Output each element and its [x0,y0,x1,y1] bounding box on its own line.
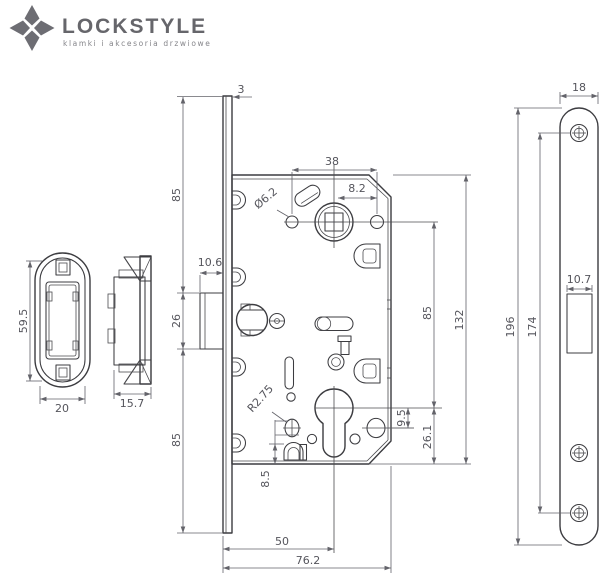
dim-plate-thickness: 3 [233,83,252,100]
dim-label: 132 [453,310,466,331]
dim-label: 26.1 [421,425,434,450]
dim-label: 10.6 [198,256,223,269]
dim-label: 18 [572,81,586,94]
dimensions: 3 85 26 85 10.6 38 [17,81,599,573]
lock-case-outline [231,174,392,465]
dim-hole-spacing: 38 [291,155,378,214]
strike-insert-tabs [46,291,79,351]
dim-label: 8.5 [259,470,272,488]
deadbolt-slot [314,316,354,332]
dim-label: 20 [55,402,69,415]
dim-strike-width: 20 [39,386,86,415]
right-boss-lower [353,358,381,384]
dim-label: 10.7 [567,273,592,286]
lockstyle-diamond-icon [9,5,55,51]
latch-head [199,292,224,350]
stop-lever [294,184,321,207]
dim-label: R2.75 [245,382,276,415]
brand-tagline: klamki i akcesoria drzwiowe [63,39,211,48]
dim-label: 26 [170,314,183,328]
dim-case-depth: 76.2 [223,466,392,573]
dim-label: 3 [238,83,245,96]
dim-label: 8.2 [348,182,366,195]
right-boss-upper [353,243,381,269]
screw-hole-top [569,123,589,143]
fixing-screw [268,312,286,330]
brand-logo: LOCKSTYLE klamki i akcesoria drzwiowe [9,5,211,51]
dim-screw-spacing: 174 [526,132,571,514]
dim-backset: 50 [222,535,334,573]
brand-name: LOCKSTYLE [62,15,207,38]
ring-bushing [327,353,345,371]
faceplate-edge [222,95,233,534]
dim-label: 85 [421,306,434,320]
dim-label: 15.7 [120,397,145,410]
dim-left-stack: 85 26 85 [170,96,223,534]
dim-label: 38 [325,155,339,168]
dim-label: 59.5 [17,309,30,334]
dim-hub-offset: 8.2 [338,182,377,201]
dim-faceplate-cutout: 10.7 [566,273,593,292]
centerlines [284,164,442,553]
dim-latch-protrusion: 10.6 [198,256,223,292]
dim-strike-depth: 15.7 [113,370,152,410]
bottom-pin-left [306,433,318,445]
fillet-boss [283,418,301,438]
dim-label: 76.2 [296,554,321,567]
strike-plate-front-view [34,252,91,388]
dim-label: Ø6.2 [252,185,280,212]
dim-label: 50 [275,535,289,548]
dim-label: 85 [170,433,183,447]
dim-hole-diameter: Ø6.2 [252,185,290,218]
dim-faceplate-width: 18 [559,81,599,104]
dim-right-stack: 85 26.1 9.5 132 [369,174,471,465]
strike-plate-side-view [107,255,152,385]
screw-hole-bottom [569,503,589,523]
strike-top-clip [55,259,71,276]
dim-strike-height: 59.5 [17,260,42,382]
dim-fillet-radius: R2.75 [245,382,299,444]
foot-bracket [283,441,308,461]
dim-faceplate-height: 196 [504,107,562,546]
strike-bottom-clip [55,364,71,381]
screw-hole-middle [569,443,589,463]
dim-label: 85 [170,188,183,202]
spring-slot [284,356,295,390]
dim-label: 9.5 [395,409,408,427]
dim-label: 174 [526,317,539,338]
dim-foot-height: 8.5 [259,443,284,488]
faceplate-front-view [559,107,599,546]
latch-cutout [566,293,593,354]
lock-body-front-view [199,95,442,553]
spindle-tab [337,335,352,356]
bottom-pin-right [349,433,361,445]
spring-tabs [232,190,247,453]
dim-label: 196 [504,317,517,338]
pin-hole [286,392,296,402]
latch-bolt [235,303,269,337]
